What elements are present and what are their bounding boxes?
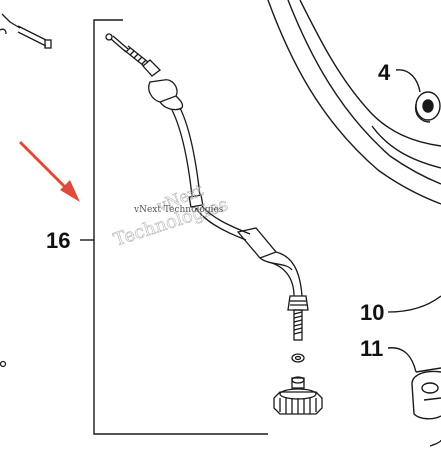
cable-assembly [105, 33, 323, 415]
partial-cable-topleft [0, 13, 52, 49]
callout-4: 4 [378, 60, 391, 85]
callout-11: 11 [360, 336, 383, 361]
handlebar-outline [267, 0, 441, 205]
callout-10: 10 [360, 300, 384, 325]
watermark-small: vNext Technologies [133, 205, 224, 215]
leader-10 [387, 295, 441, 313]
part-11-clamp [387, 347, 441, 447]
callout-16: 16 [46, 228, 70, 253]
bracket-part-16 [80, 19, 268, 435]
partial-mark-left [0, 360, 7, 368]
red-arrow-icon [18, 140, 80, 202]
part-4-bushing [395, 69, 441, 123]
watermark: vNext Technologies vNext Technologies [111, 180, 231, 251]
